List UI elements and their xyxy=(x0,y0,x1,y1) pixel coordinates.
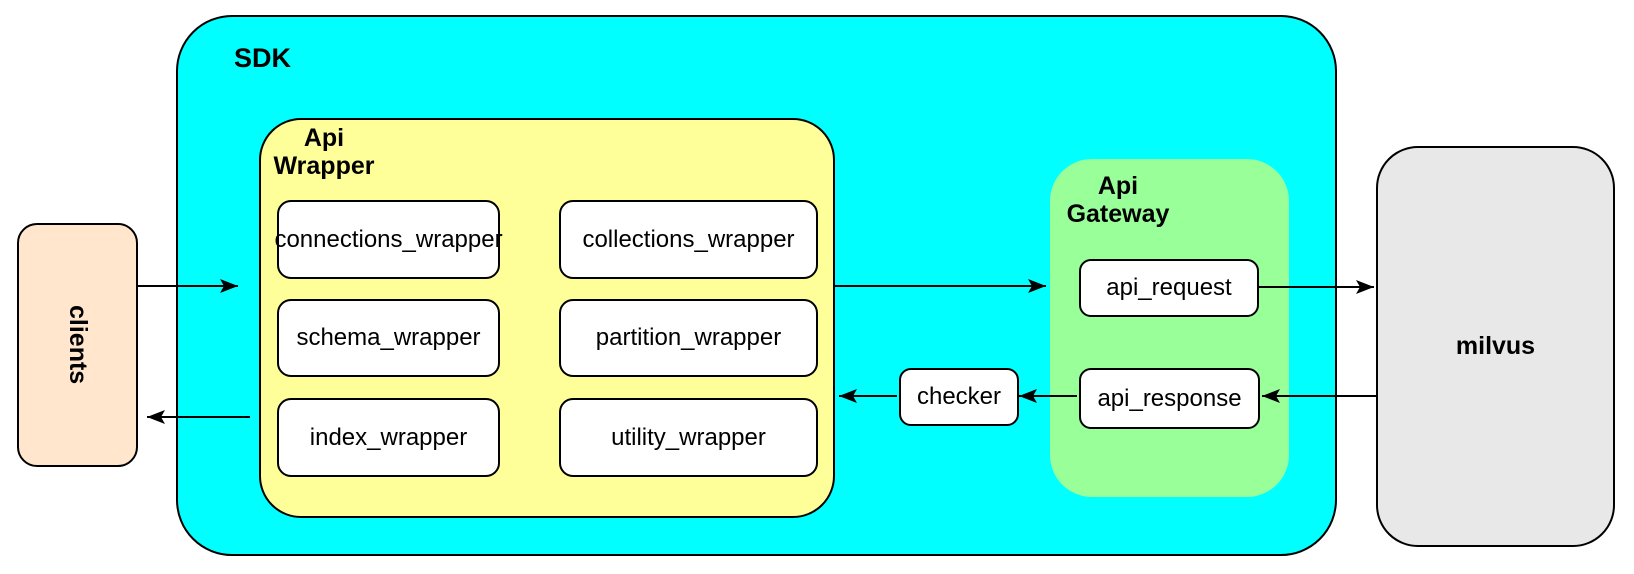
connections-wrapper-node: connections_wrapper xyxy=(274,200,503,279)
collections-wrapper-node: collections_wrapper xyxy=(559,200,818,279)
checker-label: checker xyxy=(916,383,1002,410)
index-wrapper-label: index_wrapper xyxy=(309,423,468,451)
collections-wrapper-label: collections_wrapper xyxy=(582,225,795,253)
clients-label: clients xyxy=(64,305,92,385)
utility-wrapper-label: utility_wrapper xyxy=(611,423,766,451)
partition-wrapper-label: partition_wrapper xyxy=(595,324,782,351)
checker-node: checker xyxy=(899,368,1019,426)
api-gateway-container: Api Gateway api_request api_response xyxy=(1050,159,1289,497)
utility-wrapper-node: utility_wrapper xyxy=(559,398,818,477)
connections-wrapper-label: connections_wrapper xyxy=(274,225,503,253)
partition-wrapper-node: partition_wrapper xyxy=(559,299,818,377)
api-gateway-label: Api Gateway xyxy=(1066,172,1170,228)
api-wrapper-container: Api Wrapper connections_wrapper collecti… xyxy=(259,118,835,518)
sdk-label: SDK xyxy=(234,43,292,73)
index-wrapper-node: index_wrapper xyxy=(277,398,500,477)
api-request-label: api_request xyxy=(1106,274,1232,301)
api-response-node: api_response xyxy=(1079,368,1260,429)
clients-node: clients xyxy=(17,223,138,467)
api-wrapper-label: Api Wrapper xyxy=(273,124,375,180)
milvus-node: milvus xyxy=(1376,146,1615,547)
api-request-node: api_request xyxy=(1079,259,1259,317)
api-response-label: api_response xyxy=(1097,384,1242,412)
sdk-container: SDK Api Wrapper connections_wrapper coll… xyxy=(176,15,1337,556)
milvus-label: milvus xyxy=(1455,332,1536,360)
schema-wrapper-label: schema_wrapper xyxy=(296,324,481,351)
schema-wrapper-node: schema_wrapper xyxy=(277,299,500,377)
